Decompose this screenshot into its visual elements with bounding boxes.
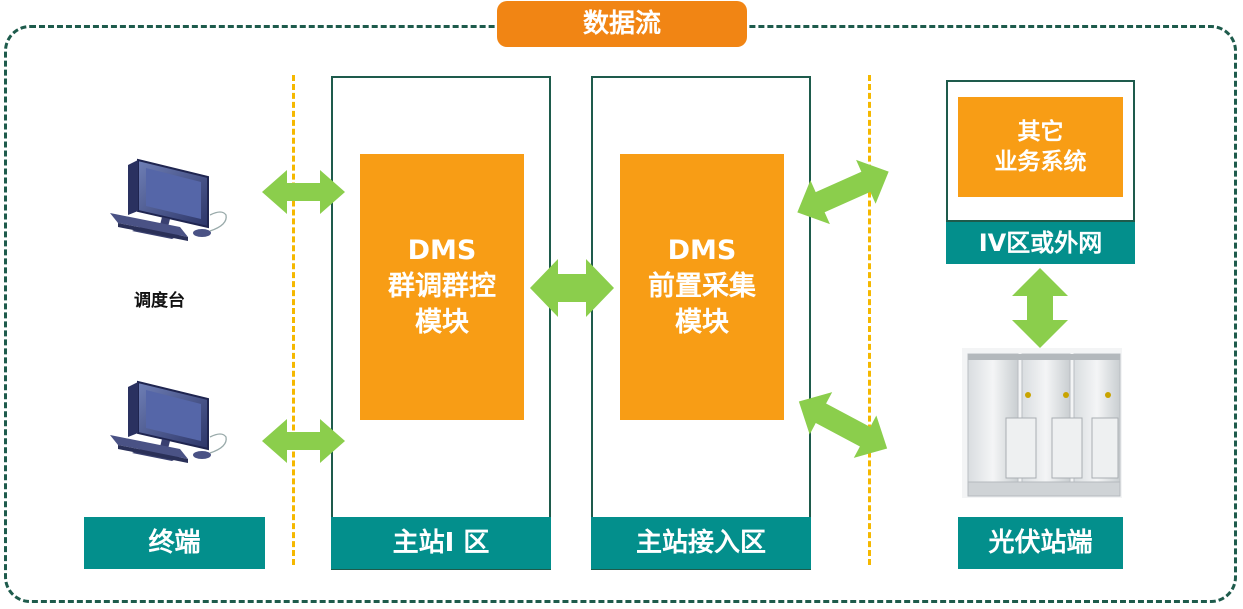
module-line-2: 前置采集 bbox=[648, 271, 756, 302]
label-pv-station: 光伏站端 bbox=[958, 517, 1123, 569]
module-line-2: 群调群控 bbox=[388, 271, 496, 302]
arrow-zone2-to-pv bbox=[798, 392, 888, 458]
module-line-3: 模块 bbox=[415, 307, 469, 338]
system-line-2: 业务系统 bbox=[994, 149, 1087, 175]
dms-front-end-collection-module: DMS 前置采集 模块 bbox=[620, 154, 784, 420]
label-main-station-i: 主站I 区 bbox=[331, 517, 551, 569]
label-access-zone: 主站接入区 bbox=[591, 517, 811, 569]
pv-cabinet-icon bbox=[962, 348, 1122, 498]
system-line-1: 其它 bbox=[1017, 119, 1064, 145]
separator-right bbox=[868, 75, 871, 565]
dms-group-control-module: DMS 群调群控 模块 bbox=[360, 154, 524, 420]
computer-icon bbox=[110, 380, 227, 463]
diagram-title: 数据流 bbox=[497, 1, 747, 47]
module-line-3: 模块 bbox=[675, 307, 729, 338]
arrow-zone2-to-iv bbox=[797, 159, 889, 225]
label-terminal: 终端 bbox=[84, 517, 265, 569]
arrow-terminal-to-zone1-top bbox=[262, 170, 345, 214]
computer-icon bbox=[110, 158, 227, 241]
module-line-1: DMS bbox=[407, 235, 477, 266]
other-business-system: 其它 业务系统 bbox=[958, 97, 1123, 197]
arrow-vertical-iv-to-pv bbox=[1012, 268, 1068, 348]
dispatch-station-caption: 调度台 bbox=[134, 291, 185, 311]
label-iv-zone: IV区或外网 bbox=[946, 222, 1135, 264]
separator-left bbox=[292, 75, 295, 565]
module-line-1: DMS bbox=[667, 235, 737, 266]
arrow-terminal-to-zone1-bottom bbox=[262, 419, 345, 463]
arrow-zone1-to-zone2 bbox=[530, 259, 614, 317]
